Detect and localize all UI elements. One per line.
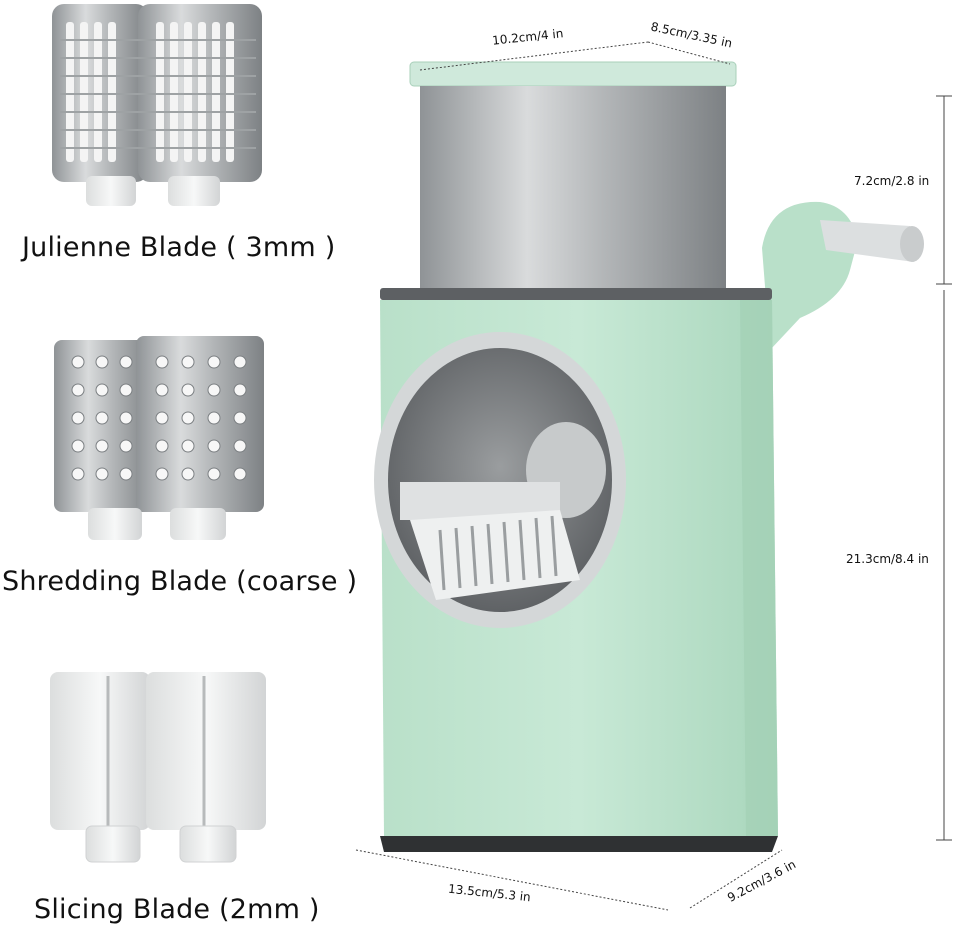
body-height-label: 21.3cm/8.4 in xyxy=(846,552,929,566)
julienne-blade-label: Julienne Blade ( 3mm ) xyxy=(22,232,336,263)
rotary-grater-image xyxy=(374,61,924,852)
julienne-blade-image xyxy=(52,4,262,206)
slicing-blade-label: Slicing Blade (2mm ) xyxy=(34,894,320,925)
dimension-lines xyxy=(355,41,952,911)
shredding-blade-image xyxy=(54,336,264,540)
shredding-blade-label: Shredding Blade (coarse ) xyxy=(2,566,358,597)
slicing-blade-image xyxy=(50,672,266,863)
hopper-height-label: 7.2cm/2.8 in xyxy=(854,174,930,188)
